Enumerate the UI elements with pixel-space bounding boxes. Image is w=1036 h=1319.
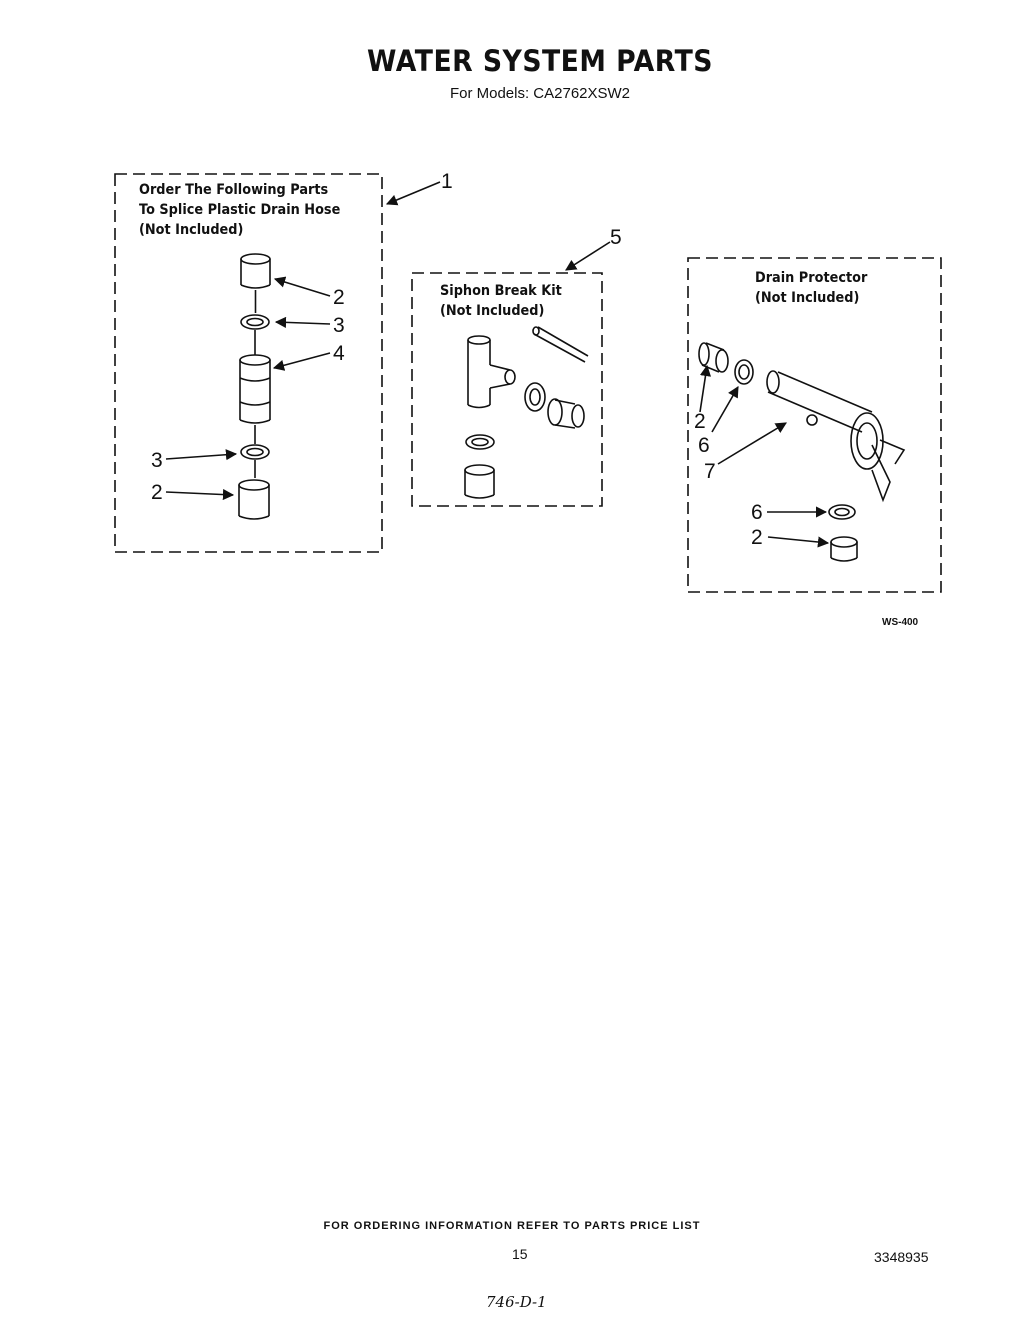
model-subtitle: For Models: CA2762XSW2	[449, 85, 631, 102]
callout-splice-2-bottom: 2	[151, 481, 163, 504]
callout-protector-6-bottom: 6	[751, 501, 763, 524]
callout-splice-4: 4	[333, 342, 345, 365]
siphon-pin-illustration	[532, 326, 589, 363]
callout-protector-6-top: 6	[698, 434, 710, 457]
drain-protector-label: Drain Protector (Not Included)	[755, 270, 868, 306]
splice-connector-bottom-illustration	[238, 479, 270, 520]
protector-clamp-bottom-illustration	[828, 504, 856, 520]
handwritten-note: 746-D-1	[486, 1293, 547, 1311]
siphon-connector-bottom-illustration	[464, 464, 495, 499]
siphon-break-kit-label: Siphon Break Kit (Not Included)	[440, 283, 562, 319]
ordering-info-note: FOR ORDERING INFORMATION REFER TO PARTS …	[323, 1220, 701, 1232]
splice-clamp-bottom-illustration	[240, 444, 270, 460]
siphon-adapter-illustration	[547, 398, 585, 429]
callout-5: 5	[610, 226, 622, 249]
protector-connector-bottom-illustration	[830, 536, 858, 562]
siphon-break-kit-box	[411, 272, 603, 507]
siphon-clamp-illustration	[524, 382, 546, 412]
callout-splice-3-top: 3	[333, 314, 345, 337]
splice-parts-label: Order The Following Parts To Splice Plas…	[139, 182, 341, 238]
drain-protector-box	[687, 257, 942, 593]
callout-protector-2-top: 2	[694, 410, 706, 433]
callout-protector-7: 7	[704, 460, 716, 483]
callout-protector-2-bottom: 2	[751, 526, 763, 549]
page-number: 15	[512, 1246, 528, 1262]
drain-protector-body-illustration	[766, 370, 906, 503]
protector-clamp-top-illustration	[734, 359, 754, 385]
protector-connector-illustration	[698, 342, 729, 373]
document-number: 3348935	[874, 1249, 929, 1265]
callout-1: 1	[441, 170, 453, 193]
splice-coupler-illustration	[239, 354, 271, 424]
page-title: WATER SYSTEM PARTS	[367, 44, 713, 78]
splice-parts-box	[114, 173, 383, 553]
siphon-clamp-bottom-illustration	[465, 434, 495, 450]
siphon-tee-illustration	[467, 335, 516, 409]
callout-splice-2-top: 2	[333, 286, 345, 309]
splice-clamp-top-illustration	[240, 314, 270, 330]
callout-splice-3-bottom: 3	[151, 449, 163, 472]
splice-connector-top-illustration	[240, 253, 271, 289]
figure-reference: WS-400	[882, 617, 919, 628]
